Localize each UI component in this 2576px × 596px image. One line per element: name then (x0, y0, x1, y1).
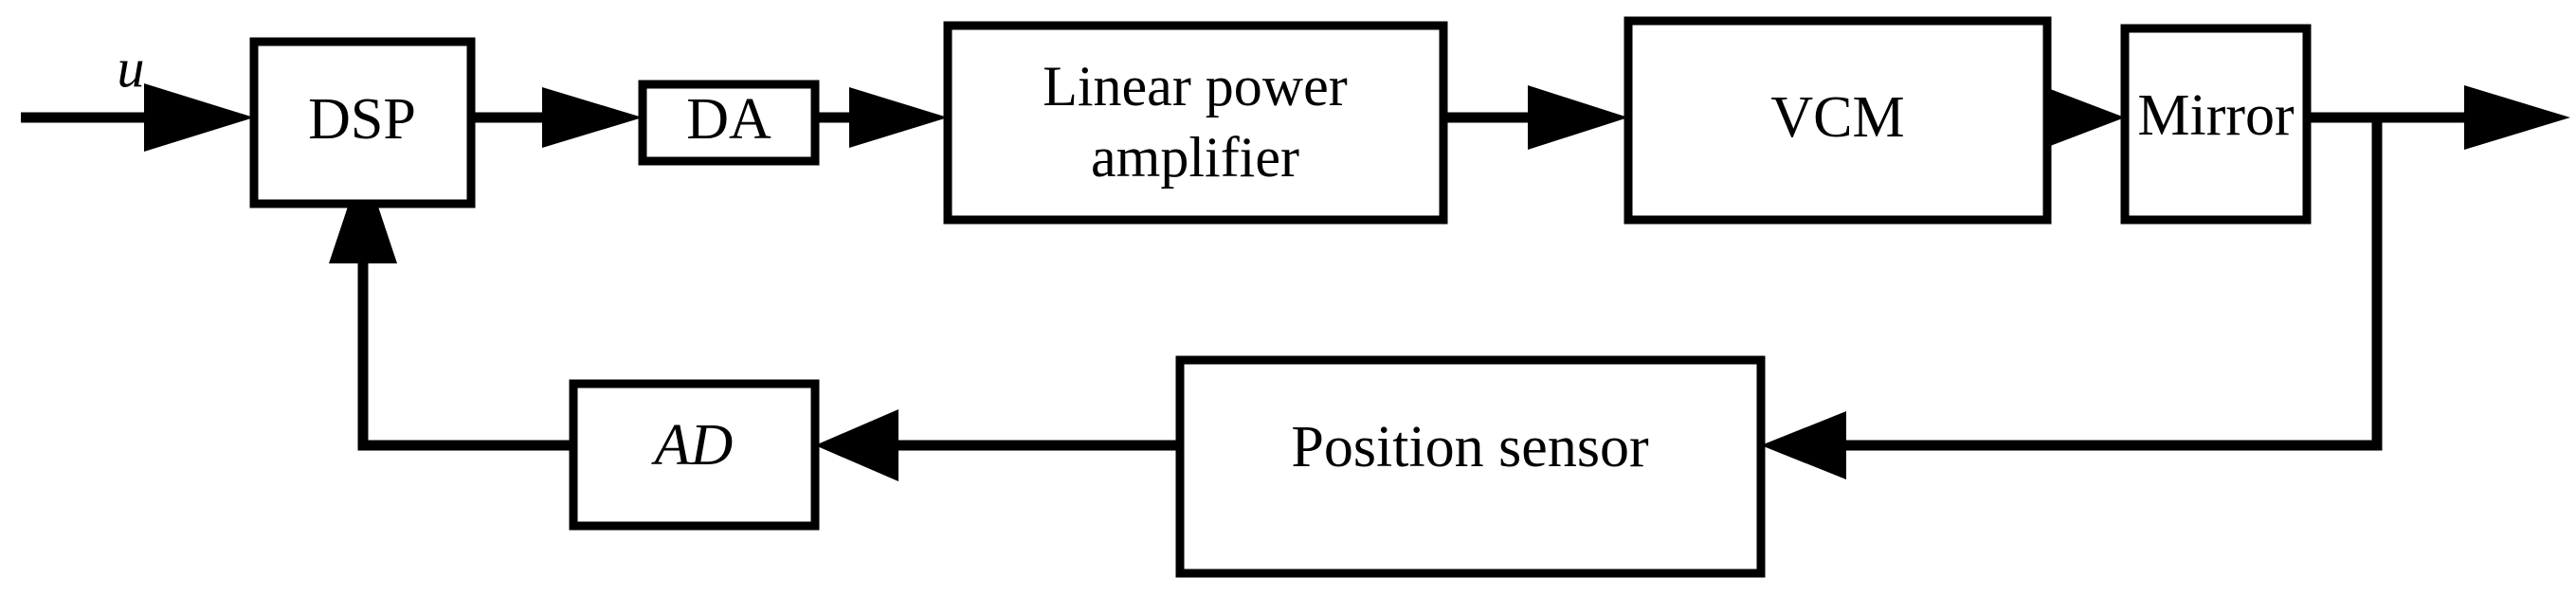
block-ad-label: AD (651, 413, 734, 478)
arrowhead-right-icon (542, 87, 643, 148)
arrowhead-right-icon (144, 83, 254, 152)
connection-da-to-amplifier (815, 87, 948, 148)
block-da-rect[interactable] (638, 80, 820, 166)
block-position-sensor-rect[interactable] (1175, 355, 1766, 578)
block-linear-power-amplifier-label-line1: Linear power (1043, 55, 1348, 117)
arrowhead-left-icon (1761, 411, 1846, 479)
arrowhead-right-icon (2464, 85, 2570, 150)
arrowhead-right-icon (1528, 85, 1628, 150)
block-linear-power-amplifier-label-line2: amplifier (1091, 126, 1299, 189)
block-linear-power-amplifier[interactable]: Linear power amplifier (943, 21, 1448, 225)
block-ad-rect[interactable] (569, 379, 820, 531)
arrowhead-right-icon (2045, 87, 2125, 148)
block-position-sensor[interactable]: Position sensor (1175, 355, 1766, 578)
arrowhead-up-icon (329, 161, 397, 263)
block-mirror-rect[interactable] (2120, 24, 2312, 225)
connection-input-to-dsp (21, 83, 254, 152)
arrowhead-left-icon (815, 409, 898, 481)
block-vcm[interactable]: VCM (1624, 16, 2052, 225)
block-linear-power-amplifier-rect[interactable] (943, 21, 1448, 225)
block-vcm-rect[interactable] (1624, 16, 2052, 225)
connection-amplifier-to-vcm (1443, 85, 1628, 150)
connection-mirror-to-position-sensor (1761, 117, 2383, 479)
block-dsp-label: DSP (308, 87, 416, 152)
connection-dsp-to-da (471, 87, 643, 148)
block-dsp[interactable]: DSP (249, 37, 476, 208)
connection-position-sensor-to-ad (815, 409, 1180, 481)
block-position-sensor-label: Position sensor (1291, 415, 1649, 479)
block-vcm-label: VCM (1770, 85, 1904, 150)
block-dsp-rect[interactable] (249, 37, 476, 208)
connection-vcm-to-mirror (2045, 87, 2125, 148)
block-ad[interactable]: AD (569, 379, 820, 531)
block-da[interactable]: DA (638, 80, 820, 166)
connection-mirror-to-output (2307, 85, 2570, 150)
connection-ad-to-dsp (329, 161, 573, 451)
input-signal-label-u: u (118, 37, 145, 99)
arrowhead-right-icon (849, 87, 948, 148)
block-mirror[interactable]: Mirror (2120, 24, 2312, 225)
block-mirror-label: Mirror (2137, 83, 2295, 148)
block-da-label: DA (686, 87, 771, 152)
